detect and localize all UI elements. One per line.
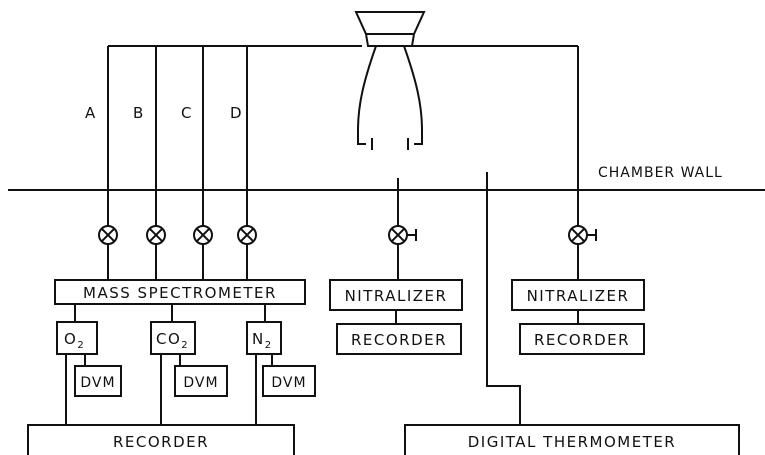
digital-thermometer-box: [404, 424, 740, 455]
valve-a-icon: [98, 225, 118, 245]
valve-d-icon: [237, 225, 257, 245]
valve-b-icon: [146, 225, 166, 245]
mass-spectrometer-label: MASS SPECTROMETER: [83, 284, 277, 302]
digital-thermometer-label: DIGITAL THERMOMETER: [468, 433, 676, 451]
valve-c-icon: [193, 225, 213, 245]
right-recorder-box: [519, 323, 645, 355]
sample-line-label-d: D: [230, 104, 243, 122]
sample-line-label-a: A: [85, 104, 97, 122]
main-recorder-box: [27, 424, 295, 455]
sample-line-label-b: B: [133, 104, 145, 122]
center-nitralizer-label: NITRALIZER: [345, 287, 448, 305]
center-recorder-box: [336, 323, 462, 355]
dvm-box-co2: [174, 365, 228, 397]
right-recorder-label: RECORDER: [534, 331, 630, 349]
co2-channel-label: CO2: [156, 330, 189, 351]
center-valve-icon: [388, 225, 417, 245]
dvm-label-o2: DVM: [80, 375, 115, 391]
thermometer-probe-line: [486, 172, 521, 425]
sampling-device-icon: [354, 11, 426, 150]
right-valve-icon: [568, 225, 597, 245]
dvm-box-n2: [262, 365, 316, 397]
n2-channel-box: [246, 321, 282, 355]
main-recorder-label: RECORDER: [113, 433, 209, 451]
o2-channel-label: O2: [64, 330, 85, 351]
dvm-label-n2: DVM: [271, 375, 306, 391]
dvm-box-o2: [74, 365, 122, 397]
co2-channel-box: [150, 321, 196, 355]
sample-line-label-c: C: [181, 104, 193, 122]
dvm-label-co2: DVM: [183, 375, 218, 391]
right-nitralizer-label: NITRALIZER: [527, 287, 630, 305]
o2-channel-box: [56, 321, 98, 355]
n2-channel-label: N2: [252, 330, 273, 351]
mass-spectrometer-box: [54, 279, 306, 305]
center-recorder-label: RECORDER: [351, 331, 447, 349]
chamber-wall-label: CHAMBER WALL: [598, 165, 723, 181]
